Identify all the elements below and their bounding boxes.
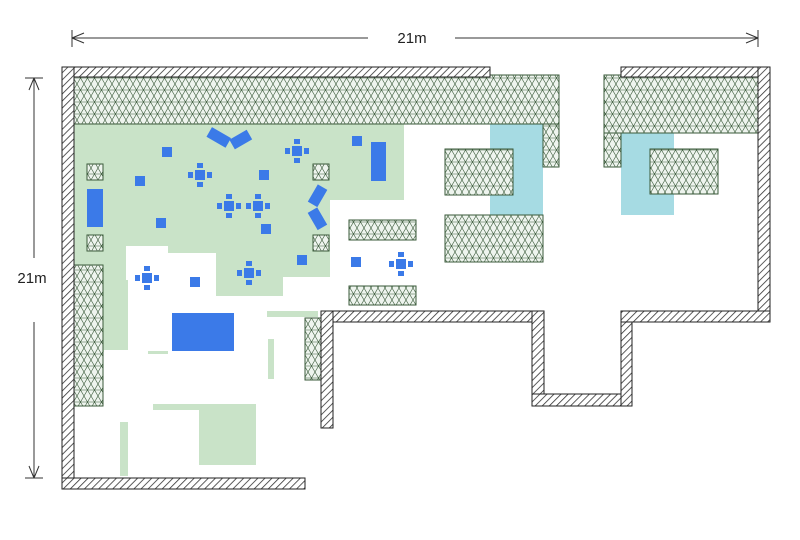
water-features xyxy=(490,124,674,215)
planter-small-2 xyxy=(86,234,104,252)
lounger-3 xyxy=(307,184,328,208)
sofa-left xyxy=(87,189,103,227)
planter-center-upper xyxy=(444,148,514,196)
lawn-zones xyxy=(74,124,404,476)
lawn-strip-right xyxy=(267,311,318,317)
stool-9 xyxy=(190,277,200,287)
table-set-6 xyxy=(237,261,261,285)
planter-bench-upper xyxy=(348,219,417,241)
width-dimension: 21m xyxy=(71,30,759,47)
stool-8 xyxy=(351,257,361,267)
wall-notch-left xyxy=(531,310,545,407)
stool-6 xyxy=(261,224,271,234)
wall-inner-horizontal-left xyxy=(320,310,545,323)
table-set-3 xyxy=(217,194,241,218)
lawn-under-table xyxy=(148,351,168,354)
large-table xyxy=(172,313,234,351)
planter-small-1 xyxy=(86,163,104,181)
planter-small-3 xyxy=(312,163,330,181)
wall-left xyxy=(61,66,75,490)
furniture xyxy=(87,127,413,351)
lawn-strip-top xyxy=(153,404,199,410)
stool-2 xyxy=(135,176,145,186)
table-set-7 xyxy=(389,252,413,276)
planter-bench-lower xyxy=(348,285,417,306)
height-dimension: 21m xyxy=(17,77,47,479)
planter-top-drop xyxy=(542,123,560,168)
wall-inner-vertical xyxy=(320,310,334,429)
lawn-strip-left xyxy=(120,422,128,476)
planter-top-right xyxy=(603,74,759,134)
planter-top-right-drop xyxy=(603,132,622,168)
wall-top-left xyxy=(61,66,491,78)
sofa-right xyxy=(371,142,386,181)
stool-1 xyxy=(162,147,172,157)
walls xyxy=(61,66,771,490)
wall-bottom xyxy=(61,477,306,490)
wall-inner-horizontal-right xyxy=(620,310,771,323)
stool-4 xyxy=(259,170,269,180)
wall-right xyxy=(757,66,771,323)
planter-right xyxy=(649,148,719,195)
planter-small-4 xyxy=(312,234,330,252)
table-set-4 xyxy=(246,194,270,218)
height-dimension-label: 21m xyxy=(17,270,46,287)
width-dimension-label: 21m xyxy=(397,30,426,47)
planter-center-lower xyxy=(444,214,544,263)
wall-top-right xyxy=(620,66,771,78)
lounger-4 xyxy=(307,207,328,231)
table-set-2 xyxy=(285,139,309,163)
lawn-main xyxy=(74,124,404,352)
planter-top-long xyxy=(73,74,560,125)
lounger-1 xyxy=(206,127,232,148)
wall-notch-bottom xyxy=(531,393,633,407)
lawn-lower xyxy=(199,404,256,465)
lawn-strip-mid xyxy=(268,339,274,379)
planter-inner-left xyxy=(304,317,322,381)
lounger-2 xyxy=(229,129,253,150)
stool-3 xyxy=(156,218,166,228)
table-set-1 xyxy=(188,163,212,187)
stool-5 xyxy=(352,136,362,146)
table-set-5 xyxy=(135,266,159,290)
wall-notch-right xyxy=(620,310,633,407)
planter-left-strip xyxy=(73,264,104,407)
stool-7 xyxy=(297,255,307,265)
